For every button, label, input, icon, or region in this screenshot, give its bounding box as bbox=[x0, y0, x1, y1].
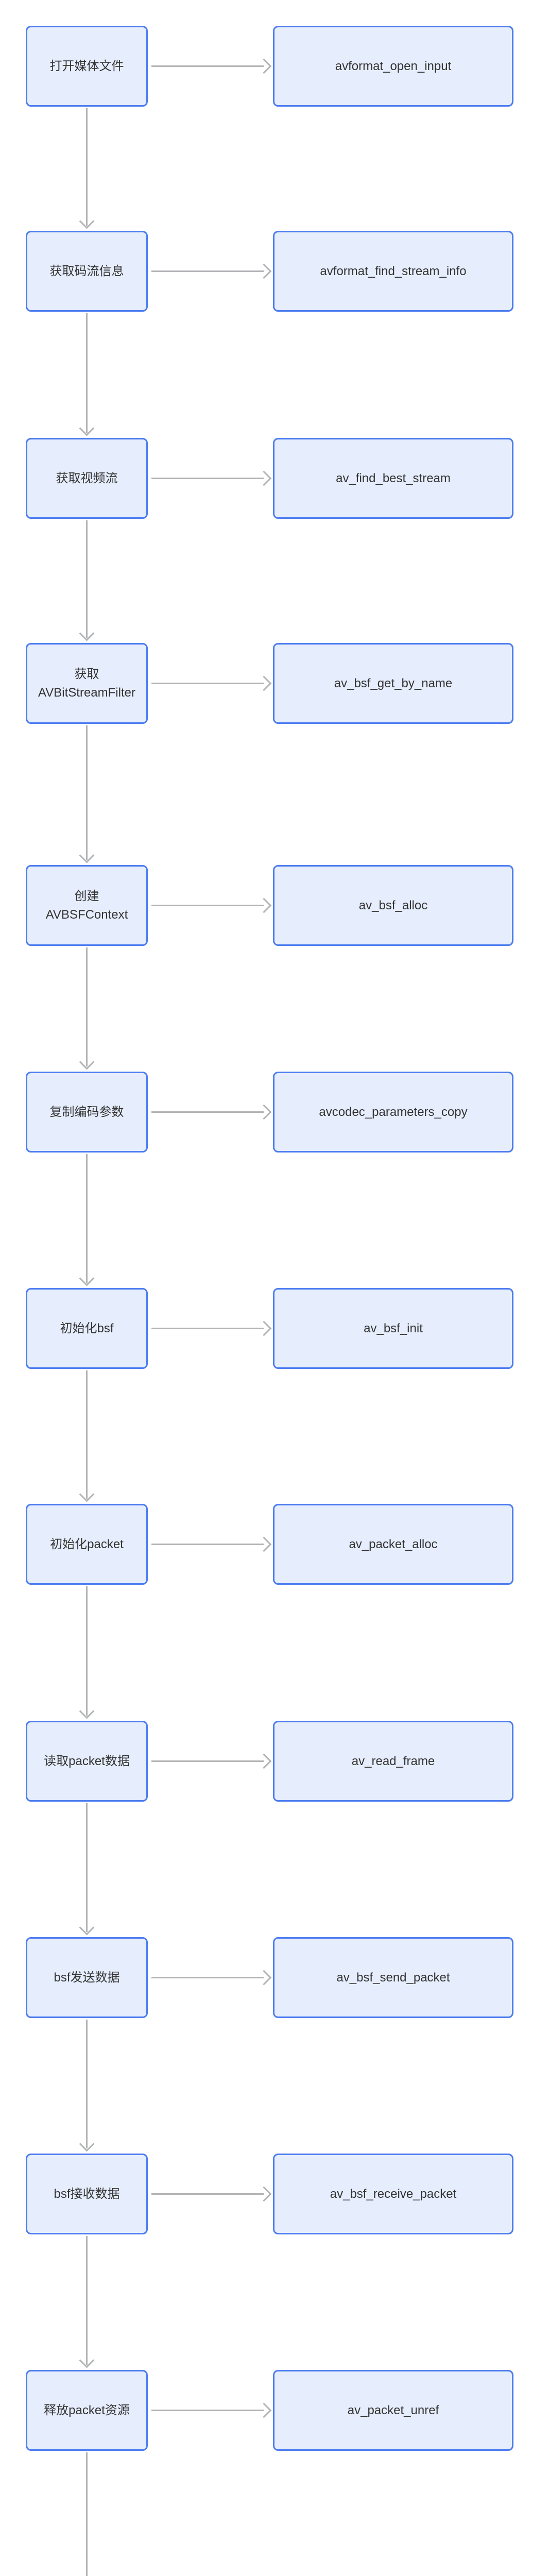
function-node: avformat_find_stream_info bbox=[273, 231, 513, 312]
flow-arrow-down bbox=[79, 1154, 95, 1286]
arrowhead-down-icon bbox=[79, 1703, 95, 1719]
arrowhead-down-icon bbox=[79, 625, 95, 641]
function-node: av_bsf_get_by_name bbox=[273, 643, 513, 724]
function-node: avcodec_parameters_copy bbox=[273, 1072, 513, 1153]
flow-arrow-down bbox=[79, 2236, 95, 2368]
arrow-line bbox=[85, 725, 88, 860]
arrow-line bbox=[85, 1370, 88, 1499]
step-node: 初始化packet bbox=[26, 1504, 148, 1585]
arrow-line bbox=[151, 65, 264, 67]
arrow-line bbox=[85, 108, 88, 226]
step-node: 初始化bsf bbox=[26, 1288, 148, 1369]
flow-arrow-down bbox=[81, 2452, 92, 2576]
arrowhead-down-icon bbox=[79, 1054, 95, 1070]
arrow-line bbox=[85, 313, 88, 433]
flow-arrow-right bbox=[151, 2186, 272, 2201]
arrow-line bbox=[151, 2193, 264, 2195]
arrowhead-down-icon bbox=[79, 2352, 95, 2368]
step-node: 读取packet数据 bbox=[26, 1721, 148, 1802]
flow-arrow-right bbox=[151, 1970, 272, 1985]
step-node: 获取码流信息 bbox=[26, 231, 148, 312]
step-node: 创建 AVBSFContext bbox=[26, 865, 148, 946]
flow-arrow-right bbox=[151, 1536, 272, 1552]
arrow-line bbox=[151, 904, 264, 907]
flow-arrow-right bbox=[151, 675, 272, 691]
flow-arrow-down bbox=[79, 1586, 95, 1719]
arrowhead-right-icon bbox=[256, 263, 272, 279]
arrow-line bbox=[151, 1760, 264, 1762]
arrow-line bbox=[85, 520, 88, 638]
arrow-line bbox=[85, 1803, 88, 1932]
arrowhead-down-icon bbox=[79, 1270, 95, 1286]
flow-arrow-down bbox=[79, 1803, 95, 1936]
function-node: av_packet_alloc bbox=[273, 1504, 513, 1585]
flow-arrow-right bbox=[151, 1104, 272, 1120]
arrowhead-right-icon bbox=[256, 675, 272, 691]
flow-arrow-down bbox=[79, 1370, 95, 1502]
function-node: av_bsf_receive_packet bbox=[273, 2154, 513, 2234]
flow-arrow-right bbox=[151, 1320, 272, 1336]
arrow-line bbox=[151, 1976, 264, 1979]
arrowhead-down-icon bbox=[79, 213, 95, 229]
flow-arrow-down bbox=[79, 313, 95, 436]
flow-arrow-down bbox=[79, 947, 95, 1070]
arrowhead-down-icon bbox=[79, 2136, 95, 2152]
arrowhead-right-icon bbox=[256, 470, 272, 486]
arrow-line bbox=[151, 1327, 264, 1330]
arrowhead-right-icon bbox=[256, 1536, 272, 1552]
arrowhead-right-icon bbox=[256, 2186, 272, 2201]
arrowhead-right-icon bbox=[256, 1320, 272, 1336]
arrowhead-right-icon bbox=[256, 1104, 272, 1120]
flow-arrow-down bbox=[79, 108, 95, 229]
arrow-line bbox=[151, 1111, 264, 1113]
step-node: 获取AVBitStreamFilter bbox=[26, 643, 148, 724]
arrow-line bbox=[151, 682, 264, 685]
arrow-line bbox=[151, 2409, 264, 2412]
flow-arrow-right bbox=[151, 58, 272, 74]
function-node: av_bsf_alloc bbox=[273, 865, 513, 946]
step-node: 打开媒体文件 bbox=[26, 26, 148, 107]
arrowhead-right-icon bbox=[256, 1970, 272, 1985]
arrow-line bbox=[85, 1154, 88, 1283]
function-node: av_packet_unref bbox=[273, 2370, 513, 2451]
step-node: bsf接收数据 bbox=[26, 2154, 148, 2234]
step-node: 复制编码参数 bbox=[26, 1072, 148, 1153]
arrow-line bbox=[85, 2020, 88, 2148]
flow-arrow-right bbox=[151, 2402, 272, 2418]
step-node: 获取视频流 bbox=[26, 438, 148, 519]
arrow-line bbox=[85, 2236, 88, 2365]
step-node: 释放packet资源 bbox=[26, 2370, 148, 2451]
flow-arrow-right bbox=[151, 470, 272, 486]
arrowhead-right-icon bbox=[256, 1753, 272, 1769]
arrowhead-right-icon bbox=[256, 2402, 272, 2418]
arrow-line bbox=[151, 1543, 264, 1546]
flow-arrow-right bbox=[151, 1753, 272, 1769]
arrow-line bbox=[85, 1586, 88, 1716]
arrowhead-down-icon bbox=[79, 1920, 95, 1936]
arrow-line bbox=[85, 947, 88, 1066]
function-node: av_bsf_send_packet bbox=[273, 1937, 513, 2018]
arrow-line bbox=[151, 477, 264, 480]
flow-arrow-down bbox=[79, 2020, 95, 2152]
function-node: av_bsf_init bbox=[273, 1288, 513, 1369]
arrow-line bbox=[151, 270, 264, 273]
function-node: avformat_open_input bbox=[273, 26, 513, 107]
arrowhead-down-icon bbox=[79, 848, 95, 863]
arrowhead-right-icon bbox=[256, 897, 272, 913]
flow-arrow-down bbox=[79, 520, 95, 641]
arrowhead-right-icon bbox=[256, 58, 272, 74]
function-node: av_find_best_stream bbox=[273, 438, 513, 519]
flow-arrow-down bbox=[79, 725, 95, 863]
step-node: bsf发送数据 bbox=[26, 1937, 148, 2018]
arrowhead-down-icon bbox=[79, 420, 95, 436]
arrowhead-down-icon bbox=[79, 1486, 95, 1502]
arrow-line bbox=[85, 2452, 88, 2576]
function-node: av_read_frame bbox=[273, 1721, 513, 1802]
flow-arrow-right bbox=[151, 897, 272, 913]
flow-arrow-right bbox=[151, 263, 272, 279]
